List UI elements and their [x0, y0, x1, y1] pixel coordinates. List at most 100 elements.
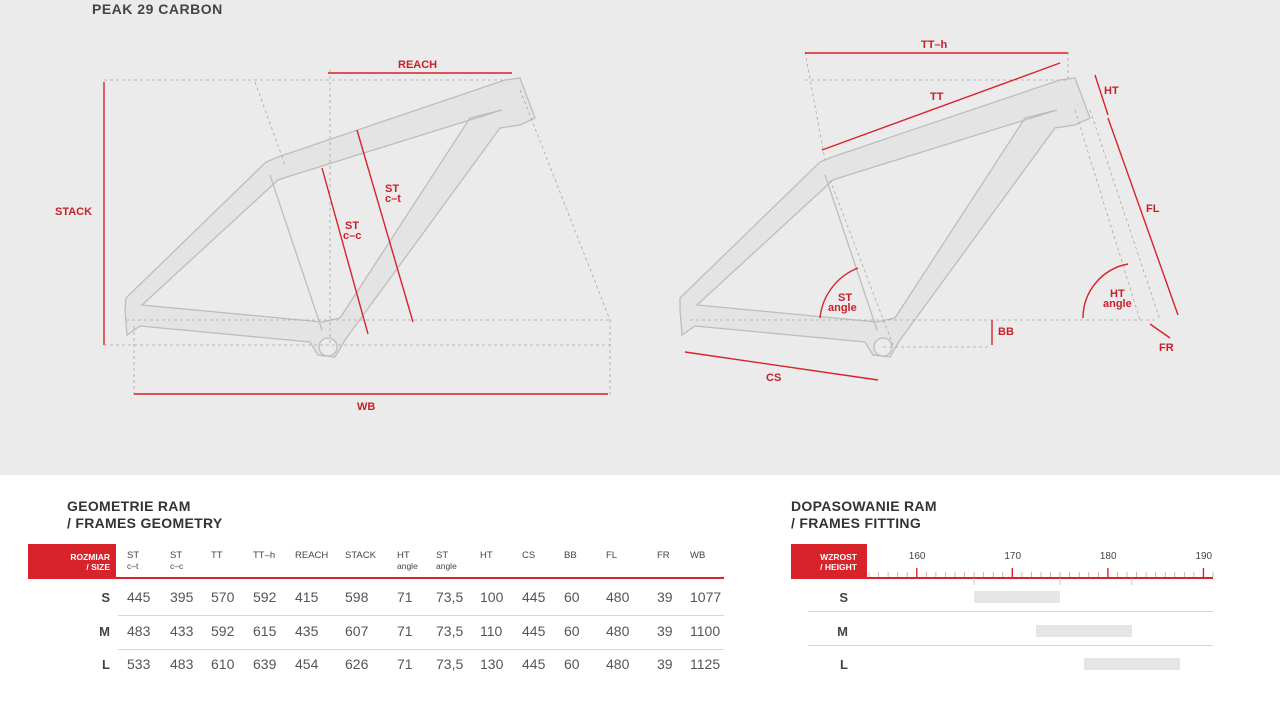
model-title: PEAK 29 CARBON — [92, 1, 223, 17]
scale-tick-label: 180 — [1099, 551, 1117, 562]
geometry-column-header: FL — [606, 551, 617, 561]
geometry-cell: 445 — [522, 623, 546, 639]
geometry-cell: 73,5 — [436, 589, 464, 605]
geometry-cell: 1125 — [690, 656, 721, 672]
geometry-cell: 60 — [564, 623, 580, 639]
geometry-cell: 73,5 — [436, 656, 464, 672]
right-frame — [679, 77, 1091, 358]
column-header-sub: c–c — [170, 561, 184, 571]
label-st-ct: ST — [385, 183, 399, 195]
geometry-cell: 1077 — [690, 589, 722, 605]
geometry-cell: 60 — [564, 589, 580, 605]
geometry-cell: 626 — [345, 656, 369, 672]
geometry-column-header: TT–h — [253, 551, 275, 561]
column-header-main: HT — [480, 550, 493, 561]
column-header-main: ST — [436, 550, 449, 561]
height-column-header: WZROST / HEIGHT — [791, 544, 867, 578]
fitting-header-rule — [791, 577, 1213, 579]
geometry-cell: 60 — [564, 656, 580, 672]
label-st-ct-sub: c–t — [385, 193, 401, 205]
fitting-row-size: L — [840, 657, 848, 672]
label-st-angle: ST — [838, 292, 852, 304]
label-ht-angle-sub: angle — [1103, 298, 1132, 310]
geometry-column-header: FR — [657, 551, 670, 561]
geometry-row-rule — [118, 615, 724, 616]
geometry-cell: 610 — [211, 656, 235, 672]
column-header-main: REACH — [295, 550, 329, 561]
label-fl: FL — [1146, 203, 1160, 215]
column-header-main: CS — [522, 550, 536, 561]
fitting-row-size: M — [837, 624, 848, 639]
label-bb: BB — [998, 326, 1014, 338]
label-tt: TT — [930, 91, 944, 103]
label-stack: STACK — [55, 206, 92, 218]
geometry-cell: 615 — [253, 623, 277, 639]
scale-tick-label: 170 — [1004, 551, 1022, 562]
geometry-cell: 395 — [170, 589, 194, 605]
geometry-cell: 639 — [253, 656, 277, 672]
column-header-sub: c–t — [127, 561, 139, 571]
column-header-main: TT–h — [253, 550, 276, 561]
column-header-main: FL — [606, 550, 618, 561]
geometry-cell: 445 — [127, 589, 151, 605]
label-tt-h: TT–h — [921, 39, 948, 51]
label-st-cc: ST — [345, 220, 359, 232]
geometry-cell: 570 — [211, 589, 235, 605]
geometry-cell: 480 — [606, 656, 630, 672]
column-header-sub: angle — [436, 561, 457, 571]
size-column-header: ROZMIAR / SIZE — [28, 544, 116, 578]
geometry-cell: 435 — [295, 623, 319, 639]
geometry-header-rule — [28, 577, 724, 579]
geometry-cell: 39 — [657, 589, 673, 605]
left-frame-guides — [104, 70, 611, 395]
geometry-cell: 445 — [522, 589, 546, 605]
geometry-column-header: WB — [690, 551, 705, 561]
geometry-cell: 39 — [657, 656, 673, 672]
geometry-cell: 607 — [345, 623, 369, 639]
column-header-main: WB — [690, 550, 706, 561]
fitting-row-rule — [808, 645, 1213, 646]
geometry-row-size: M — [99, 624, 110, 639]
geometry-cell: 39 — [657, 623, 673, 639]
geometry-column-header: HT — [480, 551, 493, 561]
left-frame-dimensions — [103, 72, 608, 395]
geometry-cell: 480 — [606, 623, 630, 639]
geometry-cell: 71 — [397, 656, 413, 672]
geometry-row-size: S — [101, 590, 110, 605]
geometry-column-header: STACK — [345, 551, 376, 561]
column-header-main: FR — [657, 550, 670, 561]
column-header-sub: angle — [397, 561, 418, 571]
label-reach: REACH — [398, 59, 437, 71]
geometry-cell: 415 — [295, 589, 319, 605]
column-header-main: STACK — [345, 550, 376, 561]
scale-tick-label: 190 — [1195, 551, 1213, 562]
geometry-cell: 592 — [211, 623, 235, 639]
geometry-cell: 533 — [127, 656, 151, 672]
column-header-main: ST — [170, 550, 183, 561]
right-frame-dimensions — [684, 52, 1179, 381]
label-st-cc-sub: c–c — [343, 230, 361, 242]
geometry-cell: 1100 — [690, 623, 721, 639]
geometry-column-header: TT — [211, 551, 223, 561]
geometry-cell: 483 — [127, 623, 151, 639]
geometry-cell: 445 — [522, 656, 546, 672]
geometry-row-rule — [118, 649, 724, 650]
fitting-row-rule — [808, 611, 1213, 612]
geometry-cell: 483 — [170, 656, 194, 672]
geometry-cell: 454 — [295, 656, 319, 672]
frame-diagram-panel: PEAK 29 CARBON REACH STACK WB — [0, 0, 1280, 475]
fitting-title: DOPASOWANIE RAM / FRAMES FITTING — [791, 498, 937, 531]
scale-tick-label: 160 — [908, 551, 926, 562]
geometry-cell: 480 — [606, 589, 630, 605]
label-wb: WB — [357, 401, 375, 413]
column-header-main: HT — [397, 550, 410, 561]
label-st-angle-sub: angle — [828, 302, 857, 314]
geometry-cell: 71 — [397, 623, 413, 639]
geometry-column-header: REACH — [295, 551, 328, 561]
left-frame — [124, 77, 536, 358]
label-ht-angle: HT — [1110, 288, 1125, 300]
